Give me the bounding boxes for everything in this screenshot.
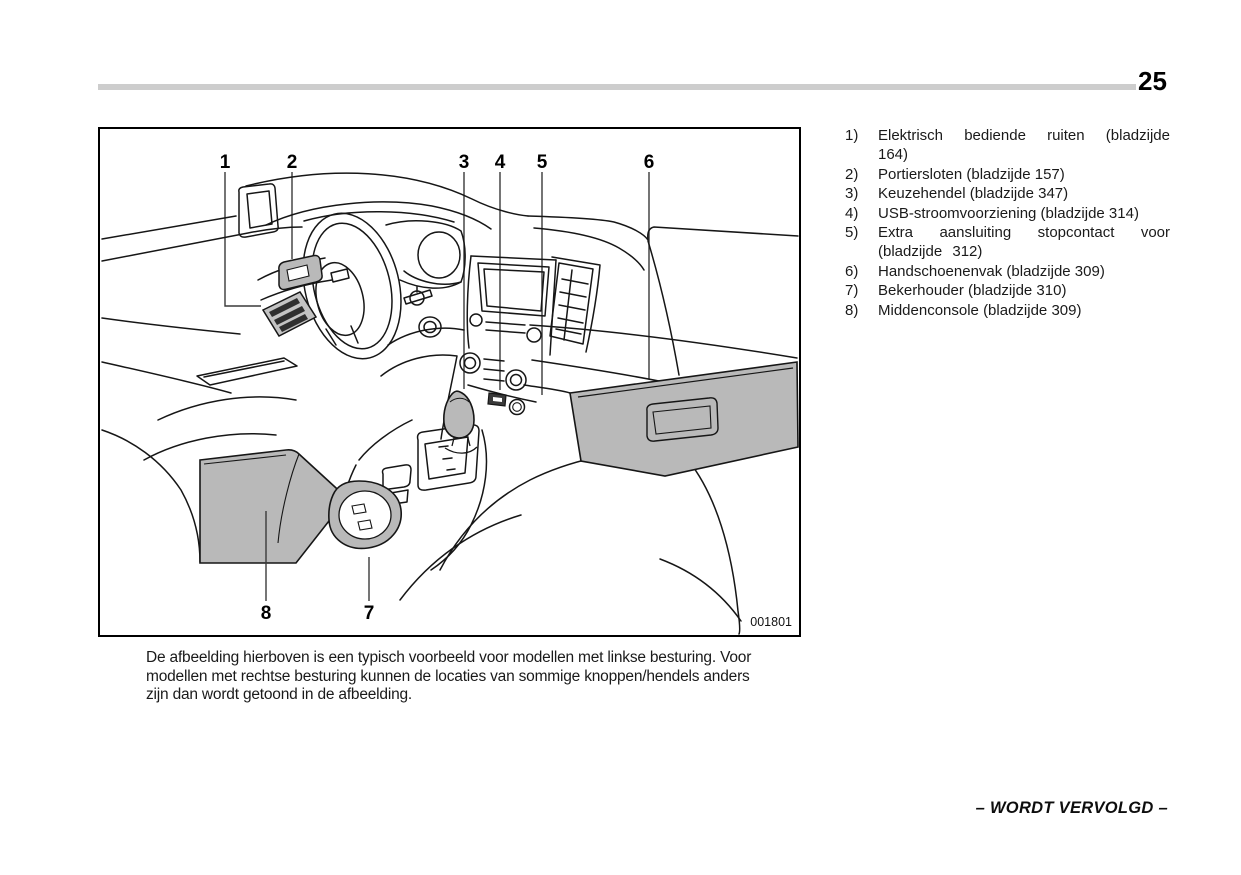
center-console-armrest: [199, 449, 349, 564]
callout-4: 4: [495, 152, 506, 173]
legend-item-number: 2): [845, 165, 859, 183]
legend-item: 5) Extra aansluiting stopcontact voor (b…: [845, 223, 1170, 262]
legend-item: 8) Middenconsole (bladzijde 309): [845, 301, 1170, 320]
legend-list: 1) Elektrisch bediende ruiten (bladzijde…: [845, 126, 1170, 320]
figure-caption: De afbeelding hierboven is een typisch v…: [146, 649, 814, 705]
callout-3: 3: [459, 152, 470, 173]
legend-item-number: 1): [845, 127, 859, 144]
legend-item-label: Extra aansluiting stopcontact voor (blad…: [878, 224, 1170, 261]
dashboard-outline: [101, 172, 799, 635]
legend-item-label: USB-stroomvoorziening (bladzijde 314): [878, 204, 1139, 222]
caption-line: zijn dan wordt getoond in de afbeelding.: [146, 686, 413, 704]
legend-item: 3) Keuzehendel (bladzijde 347): [845, 184, 1170, 203]
callout-5: 5: [537, 152, 548, 173]
continuation-note: – WORDT VERVOLGD –: [975, 799, 1168, 817]
shaded-parts: [199, 254, 799, 564]
callout-2: 2: [287, 152, 298, 173]
legend-item-number: 6): [845, 262, 859, 280]
interior-diagram-figure: 1 2 3 4 5 6 8 7 001801: [98, 127, 801, 637]
header-rule: [98, 84, 1136, 90]
page-number: 25: [1138, 66, 1167, 96]
air-vent: [549, 256, 601, 353]
legend-item: 2) Portiersloten (bladzijde 157): [845, 165, 1170, 184]
legend-item-number: 8): [845, 301, 859, 319]
interior-line-art: 1 2 3 4 5 6 8 7 001801: [101, 152, 799, 635]
usb-port: [487, 392, 507, 407]
legend-item-number: 7): [845, 282, 859, 300]
leader-lines: [224, 172, 650, 395]
legend-item-number: 5): [845, 224, 859, 242]
touchscreen: [477, 262, 550, 317]
callout-6: 6: [644, 152, 655, 173]
shift-knob: [443, 390, 478, 454]
cup-holder: [328, 480, 402, 550]
legend-item-label: Bekerhouder (bladzijde 310): [878, 282, 1067, 300]
legend-item-label: Middenconsole (bladzijde 309): [878, 301, 1082, 319]
callout-7: 7: [364, 603, 375, 624]
steering-wheel: [302, 212, 402, 360]
legend-item: 6) Handschoenenvak (bladzijde 309): [845, 262, 1170, 281]
legend-item-label: Keuzehendel (bladzijde 347): [878, 185, 1069, 203]
callout-8: 8: [261, 603, 272, 624]
instrument-cluster: [385, 220, 466, 289]
figure-code: 001801: [750, 615, 792, 629]
legend-item-number: 3): [845, 185, 859, 203]
legend-item-label: Handschoenenvak (bladzijde 309): [878, 262, 1105, 280]
glove-box: [569, 361, 799, 477]
radio-controls: [469, 313, 542, 343]
power-socket: [508, 398, 526, 416]
leader-lines-bottom: [265, 511, 370, 601]
legend-item-number: 4): [845, 204, 859, 222]
callout-1: 1: [220, 152, 231, 173]
legend-item-label: Elektrisch bediende ruiten (bladzijde 16…: [878, 127, 1170, 164]
caption-line: De afbeelding hierboven is een typisch v…: [146, 649, 752, 666]
caption-line: modellen met rechtse besturing kunnen de…: [146, 667, 750, 685]
legend-item-label: Portiersloten (bladzijde 157): [878, 165, 1065, 183]
climate-controls: [459, 352, 527, 391]
door-mirror: [238, 183, 279, 238]
legend-item: 1) Elektrisch bediende ruiten (bladzijde…: [845, 126, 1170, 165]
legend-item: 4) USB-stroomvoorziening (bladzijde 314): [845, 204, 1170, 223]
legend-item: 7) Bekerhouder (bladzijde 310): [845, 281, 1170, 300]
